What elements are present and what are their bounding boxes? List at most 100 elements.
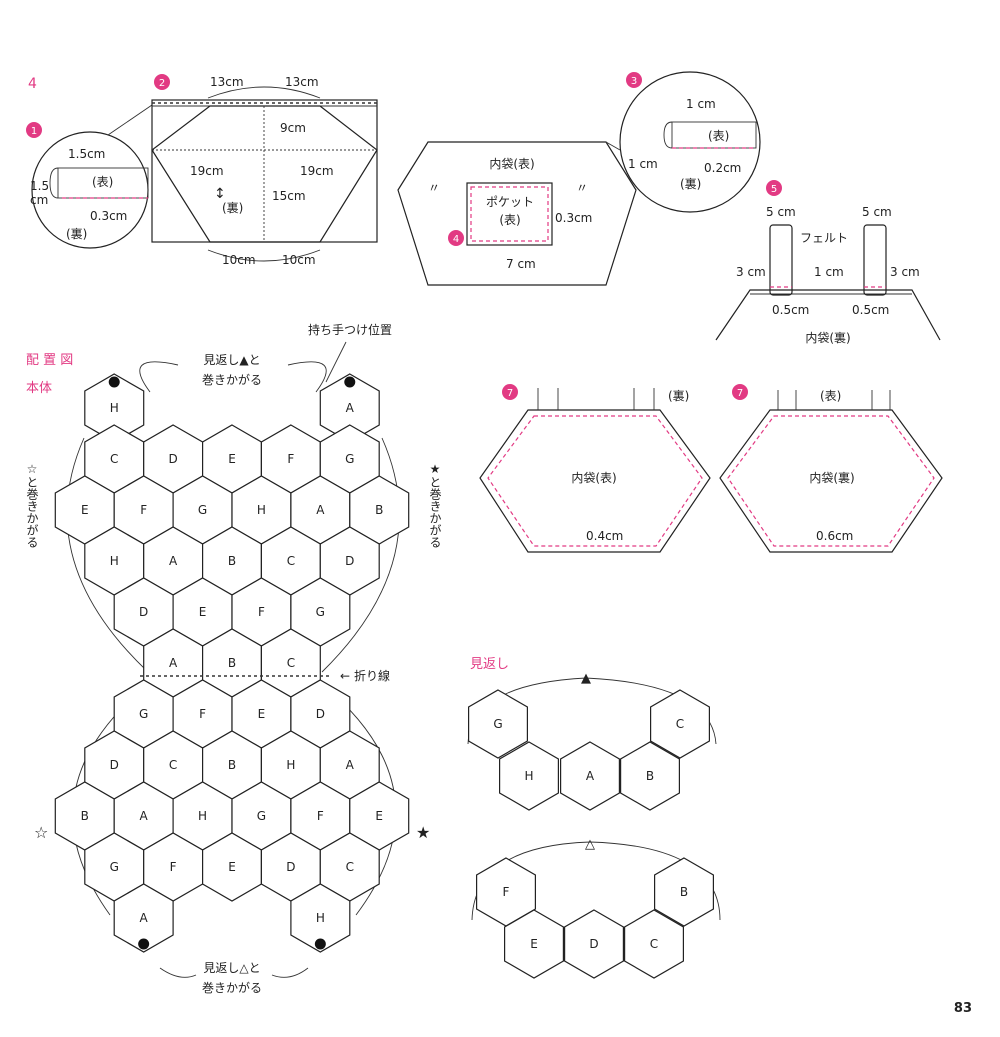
layout-hex: A bbox=[113, 883, 174, 953]
diagram-6-bag bbox=[479, 409, 711, 553]
detail-3-fold-curve bbox=[663, 121, 673, 149]
layout-hex-label: D bbox=[168, 452, 177, 466]
detail-3-circle bbox=[619, 71, 761, 213]
layout-hex-label: B bbox=[228, 758, 236, 772]
facing-top-hex-shape bbox=[499, 741, 560, 811]
layout-hex-label: F bbox=[140, 503, 147, 517]
diagram-5-label-5a: 5 cm bbox=[766, 205, 796, 219]
facing-top-hex-shape bbox=[619, 741, 681, 811]
layout-arc-right-upper bbox=[321, 437, 400, 673]
diagram-5-label-3a: 3 cm bbox=[736, 265, 766, 279]
detail-1-label-03: 0.3cm bbox=[90, 209, 127, 223]
diagram-4-pocket-stitch bbox=[470, 186, 549, 242]
diagram-2-label-13a: 13cm bbox=[210, 75, 244, 89]
facing-bottom-hex-label: D bbox=[589, 937, 598, 951]
layout-hex-label: C bbox=[287, 554, 295, 568]
layout-left-label: ☆と巻きかがる bbox=[25, 462, 39, 548]
diagram-5-label-05a: 0.5cm bbox=[772, 303, 809, 317]
detail-1-fold bbox=[57, 167, 149, 199]
facing-bottom-hex: C bbox=[623, 909, 685, 979]
diagram-5-label-1: 1 cm bbox=[814, 265, 844, 279]
diagram-4-label-03: 0.3cm bbox=[555, 211, 592, 225]
layout-hex-label: H bbox=[257, 503, 266, 517]
step-heading: 4 bbox=[28, 76, 37, 92]
layout-top-label1: 見返し▲と bbox=[203, 353, 260, 367]
facing-top-hex-shape bbox=[468, 689, 529, 759]
layout-hex-label: E bbox=[81, 503, 89, 517]
diagram-5-handle-right bbox=[863, 224, 887, 296]
facing-bottom-hex-label: E bbox=[530, 937, 538, 951]
diagram-2-arrow: ↕ bbox=[214, 186, 226, 202]
layout-arc-bottom-left bbox=[159, 967, 197, 978]
facing-top-hex-label: B bbox=[646, 769, 654, 783]
layout-hex-label: D bbox=[286, 860, 295, 874]
layout-hex-label: H bbox=[110, 401, 119, 415]
facing-top-hex-shape bbox=[559, 741, 621, 811]
layout-right-label: ★と巻きかがる bbox=[428, 462, 442, 548]
layout-hex-shape bbox=[113, 883, 174, 953]
layout-hex-label: E bbox=[228, 860, 236, 874]
facing-top-hex-label: H bbox=[524, 769, 533, 783]
facing-bottom-hex-label: B bbox=[680, 885, 688, 899]
diagram-6-label-ura: (裏) bbox=[668, 388, 689, 403]
layout-hex-label: C bbox=[169, 758, 177, 772]
layout-handle-leader bbox=[325, 341, 347, 383]
layout-arc-bottom-right bbox=[271, 967, 309, 978]
step-marker-7-num: 7 bbox=[737, 388, 743, 399]
diagram-2-label-13b: 13cm bbox=[285, 75, 319, 89]
layout-hex: H bbox=[290, 883, 351, 953]
diagram-4-mark-left: 〃 bbox=[428, 181, 440, 195]
diagram-4-bag-label: 内袋(表) bbox=[489, 157, 534, 171]
layout-hex-label: B bbox=[228, 554, 236, 568]
layout-hex-label: F bbox=[258, 605, 265, 619]
step-marker-3-num: 3 bbox=[631, 76, 637, 87]
diagram-2-label-19b: 19cm bbox=[300, 164, 334, 178]
diagram-7-bag bbox=[719, 409, 943, 553]
detail-3-label-1b: 1 cm bbox=[628, 157, 658, 171]
layout-hex-label: A bbox=[140, 809, 149, 823]
layout-hex-label: A bbox=[169, 554, 178, 568]
layout-hex-label: E bbox=[199, 605, 207, 619]
layout-hex-label: E bbox=[228, 452, 236, 466]
layout-hex-label: G bbox=[345, 452, 354, 466]
diagram-7: 7 (表) 内袋(裏) 0.6cm bbox=[719, 384, 943, 553]
layout-hex-label: G bbox=[316, 605, 325, 619]
facing-bottom-hex-shape bbox=[623, 909, 685, 979]
facing-top-hex: B bbox=[619, 741, 681, 811]
diagram-7-label-omote: (表) bbox=[820, 389, 841, 403]
layout-hex-label: F bbox=[287, 452, 294, 466]
layout-hex-label: H bbox=[198, 809, 207, 823]
step-marker-6 bbox=[502, 384, 518, 400]
detail-3-label-ura: (裏) bbox=[680, 176, 701, 191]
facing-top-marker: ▲ bbox=[581, 671, 591, 686]
diagram-2-rect bbox=[151, 99, 378, 243]
layout-left-label-text: ☆と巻きかがる bbox=[25, 462, 39, 548]
facing-top-hex-label: G bbox=[493, 717, 502, 731]
layout-hex-label: B bbox=[228, 656, 236, 670]
facing-bottom-hex: B bbox=[653, 857, 715, 927]
facing-bottom-hex-shape bbox=[653, 857, 715, 927]
handle-dot-bottom-left bbox=[138, 938, 150, 950]
handle-dot-top-right bbox=[344, 376, 356, 388]
detail-3-label-02: 0.2cm bbox=[704, 161, 741, 175]
detail-1-label-ura: (裏) bbox=[66, 226, 87, 241]
layout-hex-label: F bbox=[170, 860, 177, 874]
layout-arc-left-upper bbox=[66, 437, 149, 673]
layout-hex-label: D bbox=[139, 605, 148, 619]
facing-title: 見返し bbox=[470, 657, 509, 672]
diagram-5-label-3b: 3 cm bbox=[890, 265, 920, 279]
detail-3-label-1a: 1 cm bbox=[686, 97, 716, 111]
diagram-4-pocket bbox=[466, 182, 553, 246]
layout-hex-label: A bbox=[346, 758, 355, 772]
facing-top-hex-label: C bbox=[676, 717, 684, 731]
diagram-4-mark-right: 〃 bbox=[576, 181, 588, 195]
layout-bottom-label2: 巻きかがる bbox=[202, 980, 262, 995]
diagram-7-label-seam: 0.6cm bbox=[816, 529, 853, 543]
layout-hex-label: E bbox=[258, 707, 266, 721]
diagram-2-arc-bottom bbox=[207, 249, 321, 262]
layout-arc-top-right bbox=[287, 361, 327, 393]
layout-hex-label: C bbox=[346, 860, 354, 874]
diagram-6-stitch bbox=[487, 415, 703, 547]
layout-arc-top-left bbox=[139, 361, 179, 393]
diagram-5-label-felt: フェルト bbox=[800, 231, 848, 245]
